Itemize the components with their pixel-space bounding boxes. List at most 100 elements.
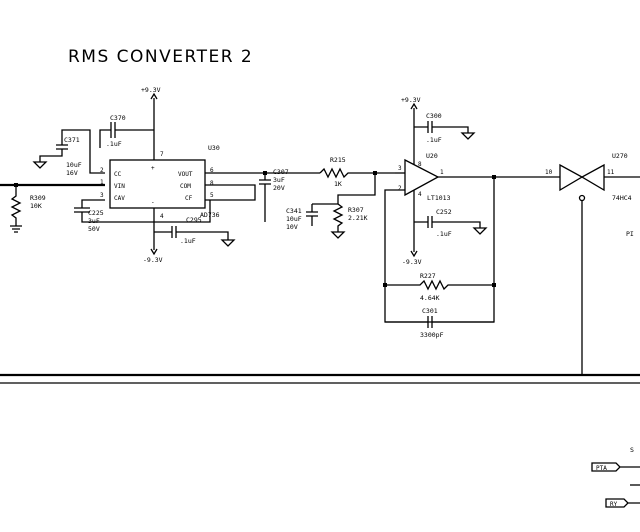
u30-pin-vminus: -: [151, 199, 155, 206]
c307-capacitor: [259, 173, 271, 222]
u20-pinnum-out: 1: [440, 169, 444, 176]
u30-chip-body: [109, 159, 206, 209]
c295-value: .1uF: [180, 237, 196, 245]
c371-value: 10uF: [66, 161, 82, 169]
r307-resistor: [332, 203, 344, 232]
vplus-arrow-icon: [150, 92, 158, 100]
right-edge-s: S: [630, 446, 634, 454]
c370-ref: C370: [110, 114, 126, 122]
c300-capacitor: [414, 121, 469, 133]
c301-capacitor: [385, 316, 494, 328]
u30-pinnum-vin: 1: [100, 179, 104, 186]
u30-pinnum-vplus: 7: [160, 151, 164, 158]
u20-vminus-rail: -9.3V: [402, 258, 422, 266]
u30-pin-vplus: +: [151, 165, 155, 172]
u270-control-bubble: [578, 194, 586, 202]
c371-capacitor: [39, 144, 68, 162]
c295-capacitor: [154, 226, 229, 240]
right-edge-tag-1-label: PTA: [596, 465, 607, 472]
r307-ground-icon: [330, 231, 346, 239]
u30-pinnum-cf: 5: [210, 192, 214, 199]
r215-value: 1K: [334, 180, 342, 188]
c301-value: 3300pF: [420, 331, 444, 339]
u270-ref: U270: [612, 152, 628, 160]
u30-pin-vin: VIN: [114, 183, 125, 190]
u20-vplus-rail: +9.3V: [401, 96, 421, 104]
u30-pinnum-vminus: 4: [160, 213, 164, 220]
r309-ref: R309: [30, 194, 46, 202]
u20-pinnum-vminus: 4: [418, 191, 422, 198]
r227-value: 4.64K: [420, 294, 440, 302]
c301-ref: C301: [422, 307, 438, 315]
u30-pinnum-cc: 2: [100, 167, 104, 174]
r309-ground-icon: [10, 225, 22, 233]
u270-pinnum-in: 10: [545, 169, 553, 176]
r215-ref: R215: [330, 156, 346, 164]
c371-wire: [61, 129, 105, 174]
u20-vminus-arrow-icon: [410, 250, 418, 258]
c225-capacitor: [74, 199, 211, 223]
u270-switch-symbol: [559, 163, 605, 192]
c307-ref: C307: [273, 168, 289, 176]
u20-pinnum-minus: 2: [398, 185, 402, 192]
u30-pin-cf: CF: [185, 195, 193, 202]
u30-pin-com: COM: [180, 183, 191, 190]
c307-value: 3uF: [273, 176, 285, 184]
r309-resistor: [10, 185, 22, 226]
c252-ref: C252: [436, 208, 452, 216]
u270-part: 74HC4: [612, 194, 632, 202]
c341-ref: C341: [286, 207, 302, 215]
c341-r307-wire: [337, 173, 376, 204]
schematic-title: RMS CONVERTER 2: [68, 47, 253, 67]
c300-ground-icon: [460, 132, 476, 140]
u20-pinnum-plus: 3: [398, 165, 402, 172]
c341-voltage: 10V: [286, 223, 298, 231]
feedback-junction-1: [383, 283, 387, 287]
right-edge-partial-label: PI: [626, 230, 634, 238]
u20-ref: U20: [426, 152, 438, 160]
c225-ref: C225: [88, 209, 104, 217]
c371-voltage: 16V: [66, 169, 78, 177]
u30-pin-cc: CC: [114, 171, 122, 178]
right-edge-tag-1: [591, 462, 640, 472]
c307-voltage: 20V: [273, 184, 285, 192]
right-edge-tag-2-label: RY: [610, 501, 618, 508]
u20-opamp-body: [404, 158, 440, 197]
u20-pinnum-vplus: 8: [418, 161, 422, 168]
c225-value: 3uF: [88, 217, 100, 225]
right-edge-tag-2: [605, 498, 640, 508]
r227-ref: R227: [420, 272, 436, 280]
c371-ref: C371: [64, 136, 80, 144]
u30-pin-vout: VOUT: [178, 171, 193, 178]
u30-vplus-rail: +9.3V: [141, 86, 161, 94]
r307-ref: R307: [348, 206, 364, 214]
c252-ground-icon: [472, 227, 488, 235]
u30-vminus-rail: -9.3V: [143, 256, 163, 264]
c300-value: .1uF: [426, 136, 442, 144]
c225-voltage: 50V: [88, 225, 100, 233]
u30-pinnum-cav: 3: [100, 192, 104, 199]
c341-capacitor: [306, 203, 338, 226]
c252-capacitor: [414, 216, 481, 228]
u20-part: LT1013: [427, 194, 451, 202]
vminus-arrow-icon: [150, 248, 158, 256]
u30-pinnum-vout: 6: [210, 167, 214, 174]
r227-resistor: [385, 279, 455, 291]
r307-value: 2.21K: [348, 214, 368, 222]
c295-ground-icon: [220, 239, 236, 247]
output-junction: [492, 175, 496, 179]
r309-value: 10K: [30, 202, 42, 210]
r215-resistor: [319, 167, 395, 179]
com-cf-wire: [205, 184, 256, 201]
u30-ref: U30: [208, 144, 220, 152]
c300-ref: C300: [426, 112, 442, 120]
c295-ref: C295: [186, 216, 202, 224]
c252-value: .1uF: [436, 230, 452, 238]
u30-pin-cav: CAV: [114, 195, 125, 202]
c370-value: .1uF: [106, 140, 122, 148]
c370-capacitor: [99, 122, 154, 148]
c371-ground-icon: [32, 161, 48, 169]
u30-pinnum-com: 8: [210, 180, 214, 187]
